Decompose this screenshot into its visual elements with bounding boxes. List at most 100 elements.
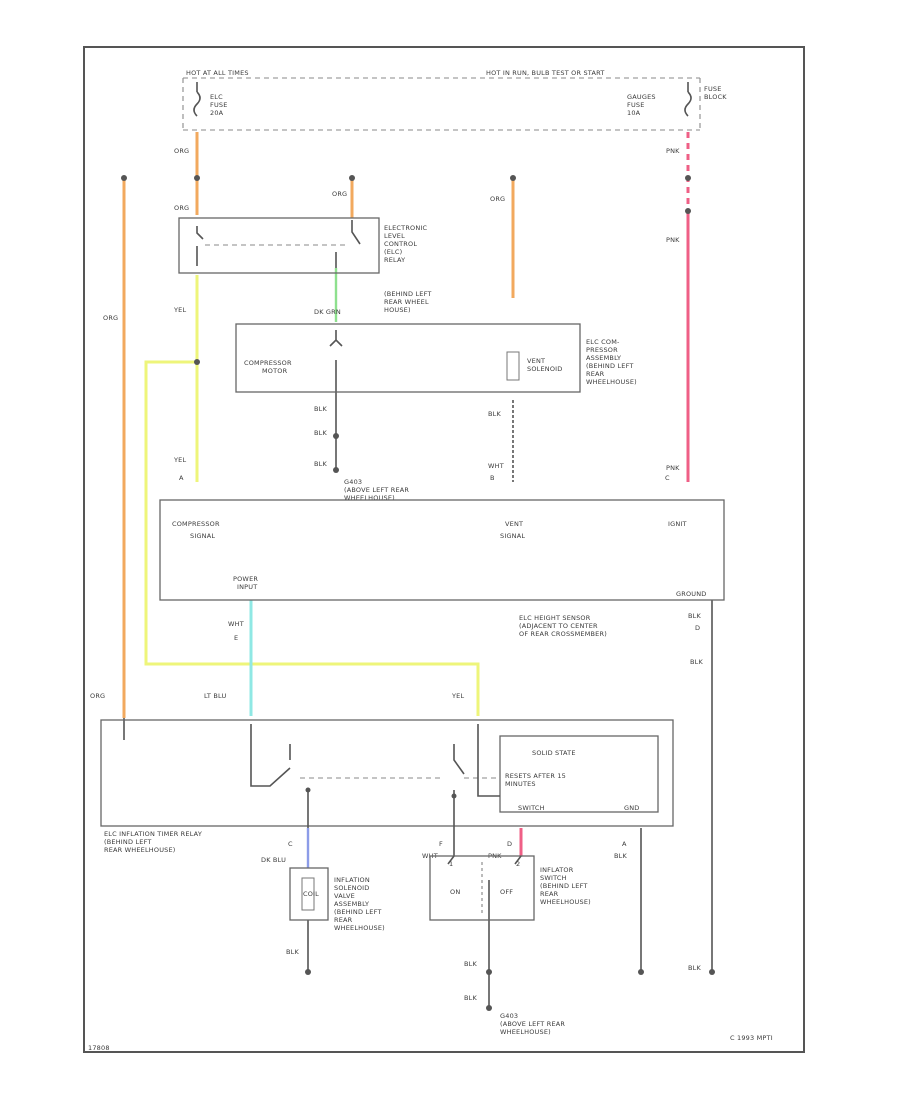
wire-label-blk-8: BLK <box>286 948 299 956</box>
wire-label-yel-1: YEL <box>173 306 186 314</box>
wire-label-dkgrn: DK GRN <box>314 308 341 316</box>
compressor-assembly: COMPRESSOR MOTOR VENT SOLENOID ELC COM- … <box>235 323 637 393</box>
pin-label-e: E <box>234 634 238 642</box>
relay-label-7: REAR WHEEL <box>384 298 429 306</box>
relay-label-1: ELECTRONIC <box>384 224 428 232</box>
solenoid-box <box>289 867 329 921</box>
switch-label-2: SWITCH <box>540 874 567 882</box>
pin-label-2: 2 <box>516 860 520 868</box>
compressor-signal-label-1: COMPRESSOR <box>172 520 220 528</box>
timer-label-3: REAR WHEELHOUSE) <box>104 846 176 854</box>
wire-label-dkblu: DK BLU <box>261 856 286 864</box>
compressor-label-3: ASSEMBLY <box>586 354 621 362</box>
wire-label-blk-6: BLK <box>690 658 703 666</box>
timer-switch-pin-label: SWITCH <box>518 804 545 812</box>
switch-label-4: REAR <box>540 890 559 898</box>
pin-label-1: 1 <box>449 860 453 868</box>
wire-label-wht: WHT <box>488 462 504 470</box>
wires <box>122 132 713 1008</box>
vent-signal-label-1: VENT <box>505 520 523 528</box>
footer-copyright: C 1993 MPTI <box>730 1034 773 1042</box>
elc-fuse-icon <box>193 91 201 117</box>
wire-label-yel-3: YEL <box>451 692 464 700</box>
pin-label-b: B <box>490 474 495 482</box>
wire-label-blk-3: BLK <box>314 460 327 468</box>
wire-label-blk-1: BLK <box>314 405 327 413</box>
timer-label-1: ELC INFLATION TIMER RELAY <box>104 830 202 838</box>
elc-fuse-word: FUSE <box>210 101 228 109</box>
relay-coil-icon <box>196 226 204 266</box>
compressor-label-5: REAR <box>586 370 605 378</box>
vent-solenoid-label-1: VENT <box>527 357 545 365</box>
sensor-label-1: ELC HEIGHT SENSOR <box>519 614 591 622</box>
pin-label-a-2: A <box>622 840 627 848</box>
compressor-label-4: (BEHIND LEFT <box>586 362 634 370</box>
wire-label-org-5: ORG <box>103 314 118 322</box>
compressor-motor-label-2: MOTOR <box>262 367 288 375</box>
wire-label-org-3: ORG <box>332 190 347 198</box>
sensor-label-2: (ADJACENT TO CENTER <box>519 622 598 630</box>
wire-label-ltblu: LT BLU <box>204 692 227 700</box>
switch-on-label: ON <box>450 888 460 896</box>
elc-relay: ELECTRONIC LEVEL CONTROL (ELC) RELAY (BE… <box>178 217 432 314</box>
switch-contacts-icon[interactable] <box>447 855 522 918</box>
solenoid-label-2: SOLENOID <box>334 884 369 892</box>
vent-signal-label-2: SIGNAL <box>500 532 525 540</box>
solenoid-coil-icon <box>301 877 315 911</box>
connector-dots <box>121 175 715 1011</box>
switch-label-3: (BEHIND LEFT <box>540 882 588 890</box>
solenoid-label-4: ASSEMBLY <box>334 900 369 908</box>
pin-label-c: C <box>665 474 670 482</box>
fuse-block: HOT AT ALL TIMES HOT IN RUN, BULB TEST O… <box>182 69 727 131</box>
sensor-label-3: OF REAR CROSSMEMBER) <box>519 630 607 638</box>
inflation-timer-relay: SOLID STATE RESETS AFTER 15 MINUTES SWIT… <box>100 719 674 854</box>
relay-label-6: (BEHIND LEFT <box>384 290 432 298</box>
gauges-fuse-icon <box>684 91 692 117</box>
compressor-ground-label-1: G403 <box>344 478 362 486</box>
compressor-motor-label-1: COMPRESSOR <box>244 359 292 367</box>
solenoid-coil-text: COIL <box>303 890 319 898</box>
gauges-fuse-rating: 10A <box>627 109 641 117</box>
solid-state-label: SOLID STATE <box>532 749 576 757</box>
timer-label-2: (BEHIND LEFT <box>104 838 152 846</box>
timer-contact-2-icon <box>453 724 500 828</box>
compressor-ground-label-2: (ABOVE LEFT REAR <box>344 486 409 494</box>
timer-contact-1-icon <box>250 724 309 828</box>
compressor-signal-label-2: SIGNAL <box>190 532 215 540</box>
wire-label-blk-9: BLK <box>464 960 477 968</box>
compressor-label-6: WHEELHOUSE) <box>586 378 637 386</box>
wire-label-blk-10: BLK <box>464 994 477 1002</box>
elc-fuse-rating: 20A <box>210 109 224 117</box>
relay-label-3: CONTROL <box>384 240 417 248</box>
relay-contact-icon <box>335 220 361 268</box>
wire-label-blk-5: BLK <box>688 612 701 620</box>
vent-solenoid-icon <box>506 351 520 381</box>
pin-label-f: F <box>439 840 443 848</box>
sensor-ground-pin-label: GROUND <box>676 590 707 598</box>
switch-off-label: OFF <box>500 888 513 896</box>
solenoid-label-6: REAR <box>334 916 353 924</box>
pin-label-a: A <box>179 474 184 482</box>
wire-label-yel-2: YEL <box>173 456 186 464</box>
power-input-label-2: INPUT <box>237 583 257 591</box>
wire-label-org-2: ORG <box>174 204 189 212</box>
timer-relay-box <box>100 719 674 827</box>
resets-label-1: RESETS AFTER 15 <box>505 772 566 780</box>
solenoid-label-7: WHEELHOUSE) <box>334 924 385 932</box>
timer-ground-pin-label: GND <box>624 804 640 812</box>
footer-code: 17808 <box>88 1044 110 1052</box>
hot-at-all-times-label: HOT AT ALL TIMES <box>186 69 249 77</box>
elc-fuse-name: ELC <box>210 93 223 101</box>
compressor-label-1: ELC COM- <box>586 338 620 346</box>
vent-solenoid-label-2: SOLENOID <box>527 365 562 373</box>
wire-label-blk-11: BLK <box>688 964 701 972</box>
compressor-ground-label-3: WHEELHOUSE) <box>344 494 395 502</box>
wire-label-pnk-3: PNK <box>666 464 680 472</box>
power-input-label-1: POWER <box>233 575 258 583</box>
diagram-frame <box>83 46 805 1053</box>
wire-label-blk-7: BLK <box>614 852 627 860</box>
pin-label-d: D <box>695 624 700 632</box>
bottom-ground-label-3: WHEELHOUSE) <box>500 1028 551 1036</box>
